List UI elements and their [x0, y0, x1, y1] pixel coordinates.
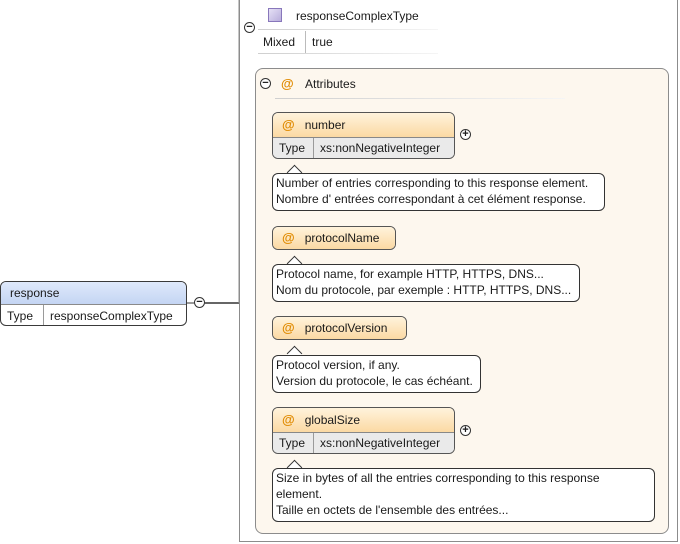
element-type-key: Type	[1, 305, 44, 325]
complex-type-collapse-toggle[interactable]: −	[244, 22, 255, 33]
attributes-collapse-toggle[interactable]: −	[260, 78, 271, 89]
attribute-number[interactable]: @ number Type xs:nonNegativeInteger	[272, 112, 455, 159]
doc-line: Protocol name, for example HTTP, HTTPS, …	[276, 267, 544, 281]
attributes-divider	[275, 98, 565, 99]
element-type-row: Type responseComplexType	[1, 305, 186, 325]
attribute-name: protocolName	[304, 231, 380, 245]
attribute-type-key: Type	[273, 138, 314, 158]
doc-line: Nom du protocole, par exemple : HTTP, HT…	[276, 283, 572, 297]
doc-note-globalsize: Size in bytes of all the entries corresp…	[272, 468, 655, 522]
element-response[interactable]: response Type responseComplexType	[0, 281, 187, 326]
mixed-divider	[305, 31, 306, 53]
attribute-globalsize[interactable]: @ globalSize Type xs:nonNegativeInteger	[272, 407, 455, 454]
attribute-number-expand[interactable]: +	[460, 129, 471, 140]
attribute-at-icon: @	[282, 117, 295, 132]
attribute-name: globalSize	[304, 413, 361, 427]
attributes-at-icon: @	[281, 76, 294, 91]
doc-line: Number of entries corresponding to this …	[276, 176, 589, 190]
attribute-name: number	[304, 118, 346, 132]
attribute-protocolversion[interactable]: @ protocolVersion	[272, 316, 407, 340]
attributes-title: Attributes	[305, 77, 356, 91]
attribute-at-icon: @	[282, 230, 295, 245]
attribute-type-key: Type	[273, 433, 314, 453]
doc-line: element.	[276, 487, 323, 501]
doc-note-protocolversion: Protocol version, if any. Version du pro…	[272, 355, 481, 393]
complex-type-name: responseComplexType	[296, 9, 419, 23]
element-collapse-toggle[interactable]: −	[194, 297, 205, 308]
complex-type-divider	[258, 29, 438, 30]
attribute-globalsize-expand[interactable]: +	[460, 425, 471, 436]
attribute-protocolname[interactable]: @ protocolName	[272, 226, 396, 250]
mixed-divider-bottom	[258, 53, 438, 54]
element-name: response	[1, 282, 186, 305]
doc-line: Taille en octets de l'ensemble des entré…	[276, 503, 509, 517]
mixed-value: true	[312, 35, 333, 49]
doc-line: Size in bytes of all the entries corresp…	[276, 471, 600, 485]
attribute-at-icon: @	[282, 320, 295, 335]
doc-note-number: Number of entries corresponding to this …	[272, 173, 605, 211]
doc-note-protocolname: Protocol name, for example HTTP, HTTPS, …	[272, 264, 580, 302]
element-type-value: responseComplexType	[50, 309, 173, 323]
mixed-key: Mixed	[263, 35, 296, 49]
attribute-at-icon: @	[282, 412, 295, 427]
doc-line: Nombre d' entrées correspondant à cet él…	[276, 192, 586, 206]
doc-line: Protocol version, if any.	[276, 358, 400, 372]
complex-type-icon	[268, 8, 282, 22]
attribute-name: protocolVersion	[304, 321, 388, 335]
doc-line: Version du protocole, le cas échéant.	[276, 374, 473, 388]
attribute-type-value: xs:nonNegativeInteger	[314, 138, 454, 158]
attribute-type-value: xs:nonNegativeInteger	[314, 433, 454, 453]
